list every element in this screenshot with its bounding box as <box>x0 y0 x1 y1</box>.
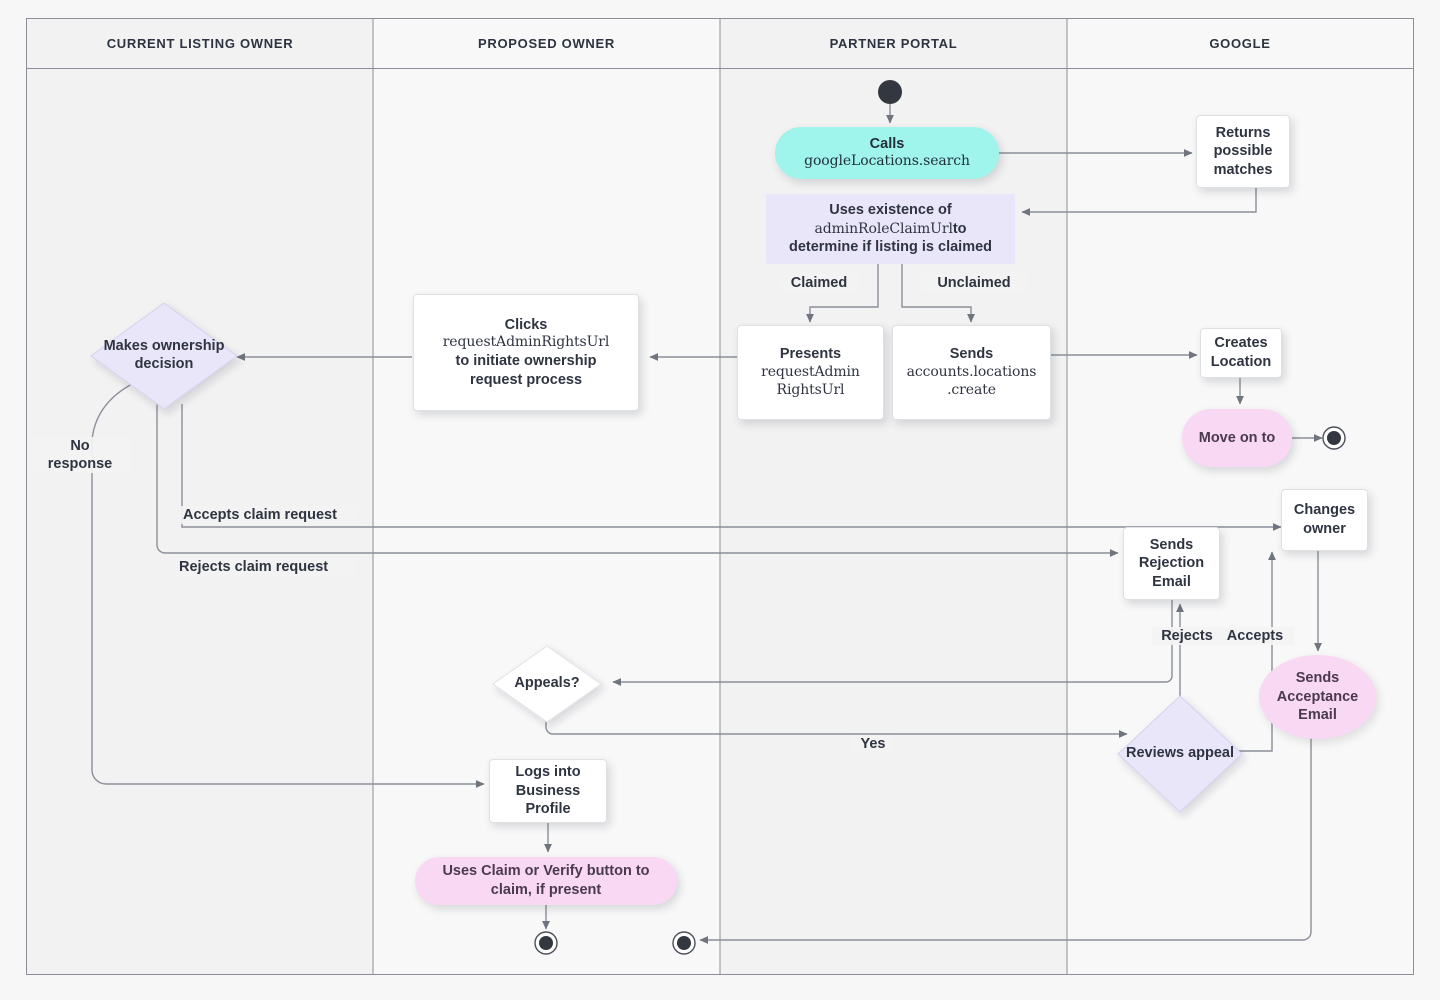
node-label-line2: googleLocations.search <box>804 153 970 170</box>
code-admin-role-claim-url: adminRoleClaimUrl <box>814 220 953 237</box>
node-changes-owner[interactable]: Changes owner <box>1281 489 1368 551</box>
node-label: Appeals? <box>514 675 580 692</box>
makes-ownership-decision-shape <box>90 302 238 410</box>
node-label: Makes ownership decision <box>103 338 225 372</box>
node-label: Uses Claim or Verify button to claim, if… <box>442 863 650 898</box>
node-label: Sends Rejection Email <box>1138 536 1205 590</box>
node-label-line3: RightsUrl <box>776 381 845 398</box>
node-uses-claim-or-verify-button[interactable]: Uses Claim or Verify button to claim, if… <box>415 857 677 905</box>
node-sends-rejection-email[interactable]: Sends Rejection Email <box>1123 527 1220 600</box>
node-label-line3: to <box>952 220 967 237</box>
end-node-google <box>1322 426 1346 450</box>
node-sends-acceptance-email[interactable]: Sends Acceptance Email <box>1259 655 1376 739</box>
node-appeals[interactable]: Appeals? <box>493 646 601 722</box>
node-creates-location[interactable]: Creates Location <box>1200 328 1282 378</box>
node-label-line2: accounts.locations <box>906 363 1037 380</box>
node-returns-possible-matches[interactable]: Returns possible matches <box>1196 115 1290 188</box>
node-label: Returns possible matches <box>1213 124 1273 178</box>
node-calls-google-locations-search[interactable]: Calls googleLocations.search <box>775 127 999 179</box>
node-label: Creates Location <box>1210 335 1272 370</box>
reviews-appeal-shape <box>1117 695 1243 813</box>
node-logs-into-business-profile[interactable]: Logs into Business Profile <box>489 759 607 823</box>
node-clicks-request-admin-rights-url[interactable]: Clicks requestAdminRightsUrl to initiate… <box>413 294 639 411</box>
node-label-line1: Uses existence of <box>829 202 952 218</box>
node-label-line2: requestAdmin <box>761 363 860 380</box>
node-uses-existence-of-admin-role-claim-url[interactable]: Uses existence of adminRoleClaimUrlto de… <box>766 194 1015 264</box>
node-label-line3: .create <box>947 381 996 398</box>
node-makes-ownership-decision[interactable]: Makes ownership decision <box>91 303 237 409</box>
node-label-line3: to initiate ownership <box>455 353 597 370</box>
end-node-partner-portal <box>672 931 696 955</box>
node-label-line4: determine if listing is claimed <box>788 239 993 256</box>
node-label-line1: Sends <box>949 346 994 363</box>
node-label-line4: request process <box>469 371 583 388</box>
node-label: Move on to <box>1198 429 1276 446</box>
node-label: Logs into Business Profile <box>515 764 581 818</box>
node-label-line1: Presents <box>779 346 842 363</box>
end-node-proposed-owner <box>534 931 558 955</box>
node-move-on-to[interactable]: Move on to <box>1182 409 1292 467</box>
start-node <box>878 80 902 104</box>
node-label-line2: adminRoleClaimUrlto <box>814 220 966 239</box>
node-label-line1: Clicks <box>504 316 548 333</box>
node-presents-request-admin-rights-url[interactable]: Presents requestAdmin RightsUrl <box>737 325 884 420</box>
node-label-line1: Calls <box>869 135 905 152</box>
appeals-shape <box>492 645 602 723</box>
node-label: Sends Acceptance Email <box>1276 670 1359 724</box>
node-label: Changes owner <box>1293 502 1356 537</box>
node-label-line2: requestAdminRightsUrl <box>442 334 610 351</box>
node-label: Reviews appeal <box>1126 745 1234 762</box>
node-reviews-appeal[interactable]: Reviews appeal <box>1118 696 1242 812</box>
node-sends-accounts-locations-create[interactable]: Sends accounts.locations .create <box>892 325 1051 420</box>
